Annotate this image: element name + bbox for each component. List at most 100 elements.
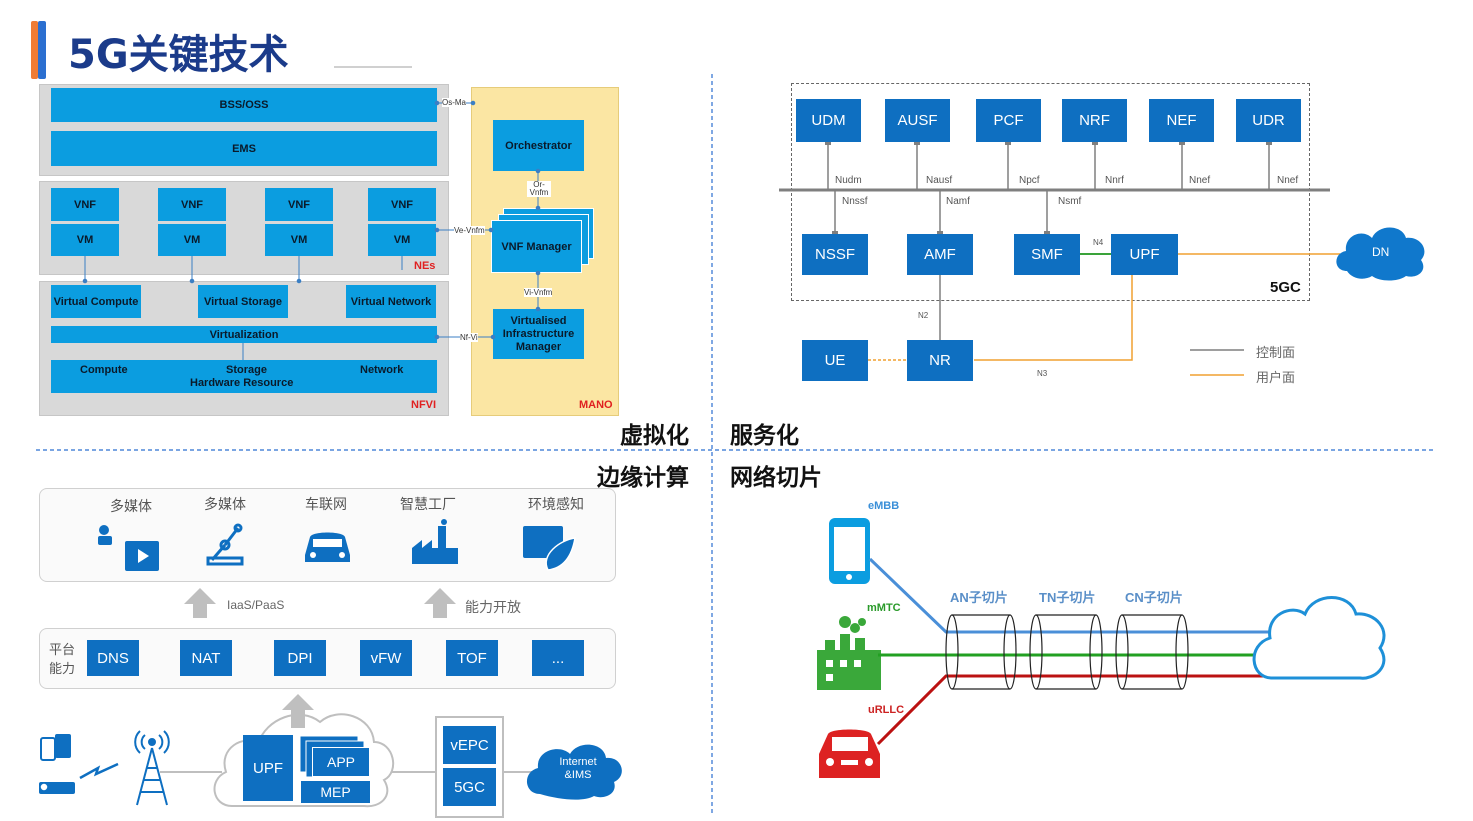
capability-open-label: 能力开放 (465, 599, 521, 615)
ems-box: EMS (51, 131, 437, 166)
car-icon (305, 532, 350, 562)
virtual-storage-box: Virtual Storage (198, 285, 288, 318)
title-underline (334, 66, 412, 68)
section-virtualization: 虚拟化 (620, 423, 689, 449)
an-slice-label: AN子切片 (950, 590, 1008, 605)
hardware-box (51, 360, 437, 393)
section-edge: 边缘计算 (597, 465, 689, 491)
wireless-link-icon (79, 762, 119, 780)
ve-vnfm-label: Ve-Vnfm (454, 226, 485, 235)
network-label: Network (360, 364, 404, 376)
multimedia-video-icon (98, 525, 159, 571)
app-label-smart-factory: 智慧工厂 (400, 496, 456, 512)
internet-cloud-icon (526, 744, 622, 800)
app-label-environment: 环境感知 (528, 496, 584, 512)
nnrf-label: Nnrf (1105, 175, 1124, 186)
mmtc-label: mMTC (867, 602, 901, 614)
nnssf-label: Nnssf (842, 196, 868, 207)
vfw-service: vFW (360, 640, 412, 676)
core-cloud-icon (1252, 596, 1386, 680)
ue-node: UE (802, 340, 868, 381)
n2-label: N2 (918, 311, 929, 320)
nes-label: NEs (414, 260, 436, 272)
vnf-box-2: VNF (158, 188, 226, 221)
vi-vnfm-label: Vi-Vnfm (524, 288, 553, 297)
app-label-multimedia-2: 多媒体 (204, 496, 246, 512)
vnf-box-3: VNF (265, 188, 333, 221)
nausf-label: Nausf (926, 175, 953, 186)
nf-vi-label: Nf-Vi (460, 333, 478, 342)
vm-box-2: VM (158, 224, 226, 256)
udm-nf: UDM (796, 99, 861, 142)
5gc-label: 5GC (1270, 279, 1301, 296)
embb-label: eMBB (868, 500, 900, 512)
ausf-nf: AUSF (885, 99, 950, 142)
title-accent-bar-blue (38, 21, 46, 79)
legend-user-plane: 用户面 (1256, 370, 1296, 385)
compute-label: Compute (80, 364, 128, 376)
mec-mep-box: MEP (301, 781, 370, 803)
mec-app-box: APP (312, 747, 370, 777)
upf-nf: UPF (1111, 234, 1178, 275)
bss-oss-box: BSS/OSS (51, 88, 437, 122)
n4-label: N4 (1093, 238, 1104, 247)
more-services: ... (532, 640, 584, 676)
npcf-label: Npcf (1019, 175, 1040, 186)
os-ma-label: Os-Ma (442, 98, 466, 107)
or-vnfm-label: Or-Vnfm (527, 181, 551, 197)
environment-sensing-icon (523, 526, 576, 571)
nssf-nf: NSSF (802, 234, 868, 275)
vepc-box: vEPC (443, 726, 496, 764)
orchestrator-box: Orchestrator (493, 120, 584, 171)
section-slicing: 网络切片 (730, 465, 822, 491)
platform-label: 平台能力 (49, 642, 76, 676)
tn-slice-label: TN子切片 (1039, 590, 1096, 605)
robot-arm-icon (206, 523, 244, 566)
udr-nf: UDR (1236, 99, 1301, 142)
mec-5gc-box: 5GC (443, 768, 496, 806)
iaas-paas-label: IaaS/PaaS (227, 598, 285, 612)
dns-service: DNS (87, 640, 139, 676)
internet-ims-label: Internet &IMS (559, 756, 597, 781)
base-station-icon (134, 730, 170, 806)
nat-service: NAT (180, 640, 232, 676)
virtualization-box: Virtualization (51, 326, 437, 343)
n3-label: N3 (1037, 369, 1048, 378)
pcf-nf: PCF (976, 99, 1041, 142)
devices-icon (39, 734, 75, 794)
dpi-service: DPI (274, 640, 326, 676)
nrf-nf: NRF (1062, 99, 1127, 142)
iaas-arrow-icon (184, 588, 216, 618)
capability-arrow-icon (424, 588, 456, 618)
nsmf-label: Nsmf (1058, 196, 1082, 207)
dn-label: DN (1372, 245, 1390, 259)
storage-label: Storage (226, 364, 267, 376)
car-urllc-icon (819, 729, 880, 778)
nudm-label: Nudm (835, 175, 862, 186)
vnf-manager-box: VNF Manager (491, 220, 582, 273)
virtual-network-box: Virtual Network (346, 285, 436, 318)
mec-upf-box: UPF (243, 735, 293, 801)
factory-iot-icon (817, 616, 881, 690)
page-title: 5G关键技术 (68, 32, 289, 78)
vnf-box-4: VNF (368, 188, 436, 221)
namf-label: Namf (946, 196, 970, 207)
tof-service: TOF (446, 640, 498, 676)
vm-box-4: VM (368, 224, 436, 256)
legend-control-plane: 控制面 (1256, 345, 1296, 360)
urllc-label: uRLLC (868, 704, 905, 716)
app-label-vehicle-network: 车联网 (305, 496, 347, 512)
nnef-label: Nnef (1189, 175, 1211, 186)
nnef-label-2: Nnef (1277, 175, 1299, 186)
vm-box-1: VM (51, 224, 119, 256)
nr-node: NR (907, 340, 973, 381)
virtual-compute-box: Virtual Compute (51, 285, 141, 318)
title-accent-bar (31, 21, 38, 79)
hardware-resource-label: Hardware Resource (190, 377, 294, 389)
